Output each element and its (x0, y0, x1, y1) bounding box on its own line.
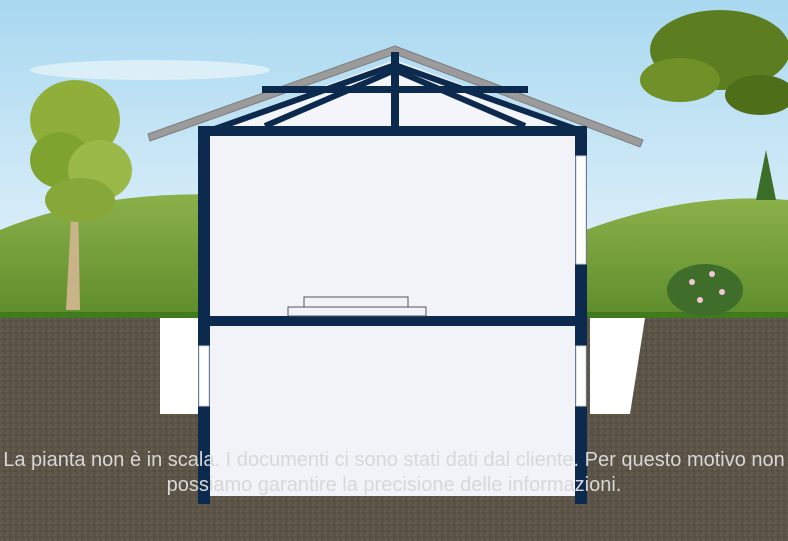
truss-brace (263, 67, 527, 129)
window-upper-right (575, 155, 587, 265)
upper-floor-room (210, 134, 576, 316)
cloud (30, 60, 270, 80)
roof (147, 45, 644, 148)
excavation-right (590, 318, 645, 414)
flower-bush (667, 264, 743, 316)
stair-opening-bottom (287, 306, 427, 317)
window-basement-right (575, 345, 587, 407)
basement-room (210, 326, 576, 496)
roof-truss (210, 61, 580, 133)
window-basement-left (198, 345, 210, 407)
excavation-left (160, 318, 198, 414)
tree-top-right (640, 10, 788, 115)
tree-left (30, 80, 132, 310)
pine-tree (756, 150, 776, 200)
